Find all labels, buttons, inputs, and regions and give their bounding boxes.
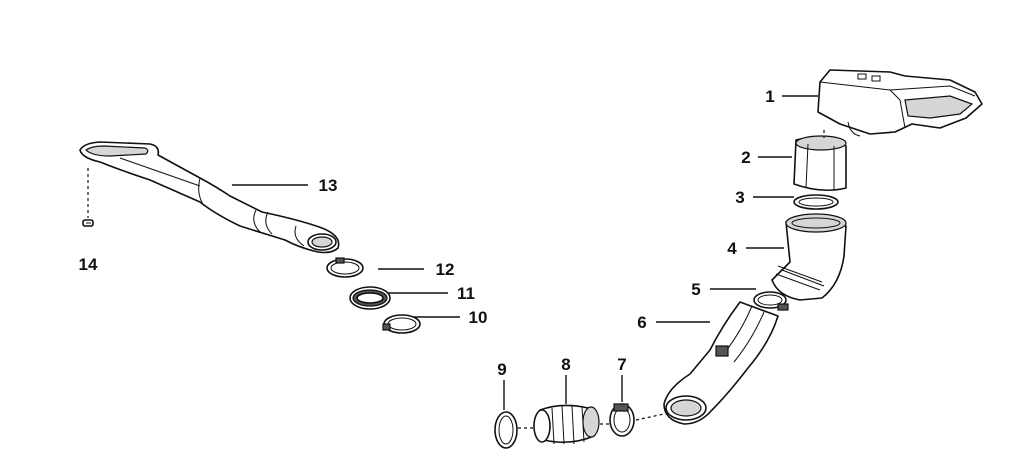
callout-4: 4 [727,239,737,258]
callout-5: 5 [691,280,700,299]
callout-2: 2 [741,148,750,167]
part-13-intake-tube [79,141,340,254]
part-12-clamp [326,257,364,278]
part-3-gasket [793,194,839,210]
leader-lines [232,95,818,410]
part-11-ring [349,286,391,310]
part-8-coupler [533,404,600,445]
part-6-lower-tube [663,301,779,425]
callout-14: 14 [79,255,98,274]
part-14-screw [82,168,94,227]
assembly-dashed-lines [518,130,825,429]
callout-10: 10 [469,308,488,327]
part-7-clamp [609,403,635,437]
part-9-ring [494,411,518,449]
callout-3: 3 [735,188,744,207]
part-4-elbow-boot [771,213,847,301]
callout-labels: 1 2 3 4 5 6 7 8 9 10 11 12 13 14 [79,87,775,379]
part-2-duct [793,135,847,192]
callout-6: 6 [637,313,646,332]
callout-11: 11 [457,284,475,303]
callout-1: 1 [765,87,774,106]
part-10-clamp [382,314,421,334]
callout-13: 13 [319,176,338,195]
callout-9: 9 [497,360,506,379]
callout-12: 12 [436,260,455,279]
callout-8: 8 [561,355,570,374]
part-5-clamp [753,291,789,311]
callout-7: 7 [617,355,626,374]
part-1-airbox [817,69,983,137]
